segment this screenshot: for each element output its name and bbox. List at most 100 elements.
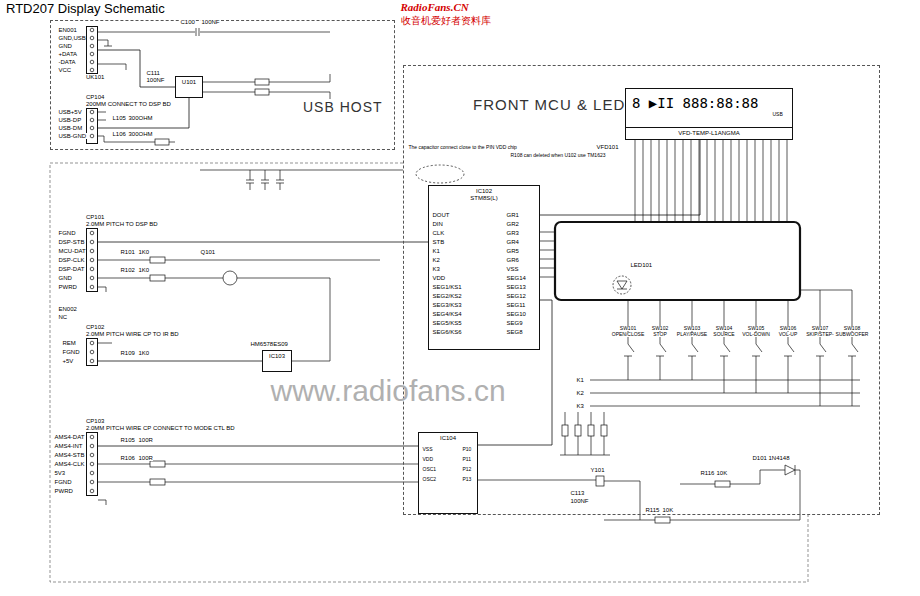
signal-wire [98,446,418,447]
diode-symbol [785,465,795,475]
vfd-grid-wires [635,140,787,222]
pin-dot [90,126,94,130]
pin-name: EN002 [58,306,77,312]
pin-name: FGND [62,349,80,355]
button-name: SUBWOOFER [835,332,869,337]
control-ic: IC104 [418,432,478,514]
pin-name: OSC1 [422,467,437,472]
switch-symbol [624,290,858,406]
part-ref: CP101 [86,214,158,221]
resistor-symbol [150,257,165,263]
part-ref: IC103 [266,353,288,360]
pin-dot [90,110,94,114]
part-ref: UK101 [86,74,104,81]
pin-name: NC [58,314,68,320]
part-ref: VFD101 [596,144,619,150]
wire [800,290,852,291]
button-name: SKIP/STEP- [806,332,835,337]
frame-border [50,163,808,582]
connector-note: 2.0MM PITCH TO DSP BD [86,221,158,228]
resistor-symbol [150,479,165,485]
pin-dot [90,489,94,493]
part-ref: C111 [146,70,160,76]
usb-switch-ic: U101 [175,76,203,98]
wire [540,232,555,277]
part-value: 100NF [570,498,589,504]
pin-name: -DATA [58,59,76,65]
inductor-symbol [155,139,169,145]
resistor-symbol [588,425,594,436]
ground-symbol [98,40,112,46]
pin-dot [90,444,94,448]
wire [560,412,610,455]
pin-name: VSS [422,447,433,452]
board-connector: CP1012.0MM PITCH TO DSP BD [86,228,98,292]
signal-wire [98,361,262,362]
pin-name: P13 [462,477,472,482]
resistor-symbol [655,517,670,523]
pin-dot [90,68,94,72]
pin-name: AMS4-INT [54,443,83,449]
part-ref: R102 [120,267,135,273]
connector-note: 2.0MM PITCH WIRE CP CONNECT TO MODE CTL … [86,425,235,432]
part-ref: D101 [752,455,767,461]
part-ref: R101 [120,249,135,255]
part-ref: CP103 [86,418,235,425]
pin-name: SEG6/KS6 [432,329,462,335]
pin-name: STB [432,239,445,245]
pin-name: DIN [432,221,443,227]
pin-dot [90,60,94,64]
pin-dot [90,231,94,235]
pin-name: REM [62,340,76,346]
note-circle [416,165,464,183]
part-ref: R115 [645,507,660,513]
part-value: 100NF [201,19,220,25]
pin-dot [90,359,94,363]
switch-ref: SW106 [779,326,796,331]
pin-name: SEG4/KS4 [432,311,462,317]
pin-dot [90,240,94,244]
resistor-symbol [601,425,607,436]
pin-name: GR2 [506,221,519,227]
button-name: VOL-DOWN [742,332,771,337]
part-ref: IC102 [432,188,536,195]
wire [98,112,175,142]
note: The capacitor connect close to the PIN V… [408,145,517,150]
capacitor-symbol [196,28,199,36]
pin-name: DSP-STB [58,239,85,245]
switch-ref: SW105 [747,326,764,331]
wire [98,278,330,361]
watermark: www.radiofans.cn [270,376,506,406]
display-digits: 8 ▶II 888:88:88 [626,89,792,114]
resistor-symbol [150,461,165,467]
pin-dot [90,118,94,122]
signal-wire [98,242,428,243]
part-value: 300OHM [128,115,153,121]
pin-name: SEG2/KS2 [432,293,462,299]
usb-host-region: USB HOSTUK101U101CP104200MM CONNECT TO D… [50,20,395,150]
pin-dot [90,44,94,48]
pin-name: K2 [432,257,440,263]
pin-name: P12 [462,467,472,472]
led-outline [613,276,631,294]
wire [98,32,330,33]
pin-name: DSP-DAT [58,266,85,272]
part-ref: LED101 [630,262,653,268]
pin-name: GND [58,275,72,281]
part-value: 1N4148 [768,455,790,461]
pin-dot [90,36,94,40]
pin-name: +DATA [58,51,78,57]
signal-name: K2 [576,390,584,396]
pin-name: GR4 [506,239,519,245]
switch-ref: SW107 [811,326,828,331]
connector-heading: CP1032.0MM PITCH WIRE CP CONNECT TO MODE… [86,418,235,433]
connector-heading: CP104200MM CONNECT TO DSP BD [86,94,171,109]
pin-name: SEG8 [506,329,523,335]
part-value: 100NF [146,77,165,83]
pin-name: AMS4-STB [54,452,85,458]
watermark-logo: RadioFans.CN [400,2,469,13]
pin-name: USB-DM [58,125,83,131]
part-value: 1K0 [138,267,150,273]
resistor-symbol [562,425,568,436]
